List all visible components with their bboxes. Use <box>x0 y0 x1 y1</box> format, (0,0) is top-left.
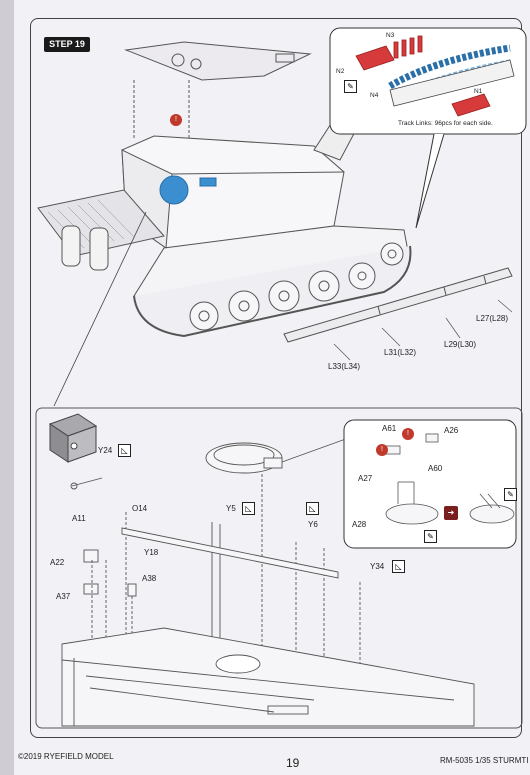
arrow-next-icon: ➜ <box>444 506 458 520</box>
label-l31: L31(L32) <box>384 348 417 357</box>
label-y24: Y24 <box>98 446 113 455</box>
page-number: 19 <box>286 756 300 770</box>
label-y18: Y18 <box>144 548 159 557</box>
label-a22: A22 <box>50 558 65 567</box>
label-a27: A27 <box>358 474 373 483</box>
cement-warning-icon-hatch: ! <box>376 444 388 456</box>
detail-frame <box>35 407 523 729</box>
label-n1: N1 <box>474 88 483 95</box>
glue-icon-hatch-left: ✎ <box>424 530 437 543</box>
label-a11: A11 <box>72 514 86 523</box>
glue-icon: ✎ <box>344 80 357 93</box>
detail-assembly-drawing <box>61 435 475 727</box>
assembly-drawing <box>35 27 527 729</box>
label-l33: L33(L34) <box>328 362 361 371</box>
label-a26: A26 <box>444 426 459 435</box>
label-a38: A38 <box>142 574 157 583</box>
label-n4: N4 <box>370 92 379 99</box>
track-link-drawing <box>355 35 515 117</box>
instruction-page: STEP 19 <box>14 0 530 775</box>
option-icon-y5: ◺ <box>242 502 255 515</box>
step-badge: STEP 19 <box>44 37 90 52</box>
tank-hull-drawing <box>37 41 513 361</box>
option-icon-y34: ◺ <box>392 560 405 573</box>
label-l27: L27(L28) <box>476 314 509 323</box>
option-icon-y6: ◺ <box>306 502 319 515</box>
option-icon: ◺ <box>118 444 131 457</box>
cement-warning-icon-hatch-2: ! <box>402 428 414 440</box>
label-a37: A37 <box>56 592 71 601</box>
label-y5: Y5 <box>226 504 236 513</box>
label-n3: N3 <box>386 32 395 39</box>
label-a28: A28 <box>352 520 367 529</box>
footer-copyright: ©2019 RYEFIELD MODEL <box>18 752 114 761</box>
footer-product: RM-5035 1/35 STURMTI <box>440 756 529 765</box>
track-links-note: Track Links: 96pcs for each side. <box>398 120 493 127</box>
cement-warning-icon: ! <box>170 114 182 126</box>
label-a60: A60 <box>428 464 443 473</box>
label-a61: A61 <box>382 424 397 433</box>
label-y6: Y6 <box>308 520 318 529</box>
glue-icon-hatch-right: ✎ <box>504 488 517 501</box>
y24-part-drawing <box>48 413 98 463</box>
hatch-detail-drawing <box>385 433 515 525</box>
label-y34: Y34 <box>370 562 385 571</box>
label-o14: O14 <box>132 504 148 513</box>
road-wheels <box>189 242 404 331</box>
page-frame <box>30 18 522 738</box>
label-l29: L29(L30) <box>444 340 477 349</box>
label-n2: N2 <box>336 68 345 75</box>
